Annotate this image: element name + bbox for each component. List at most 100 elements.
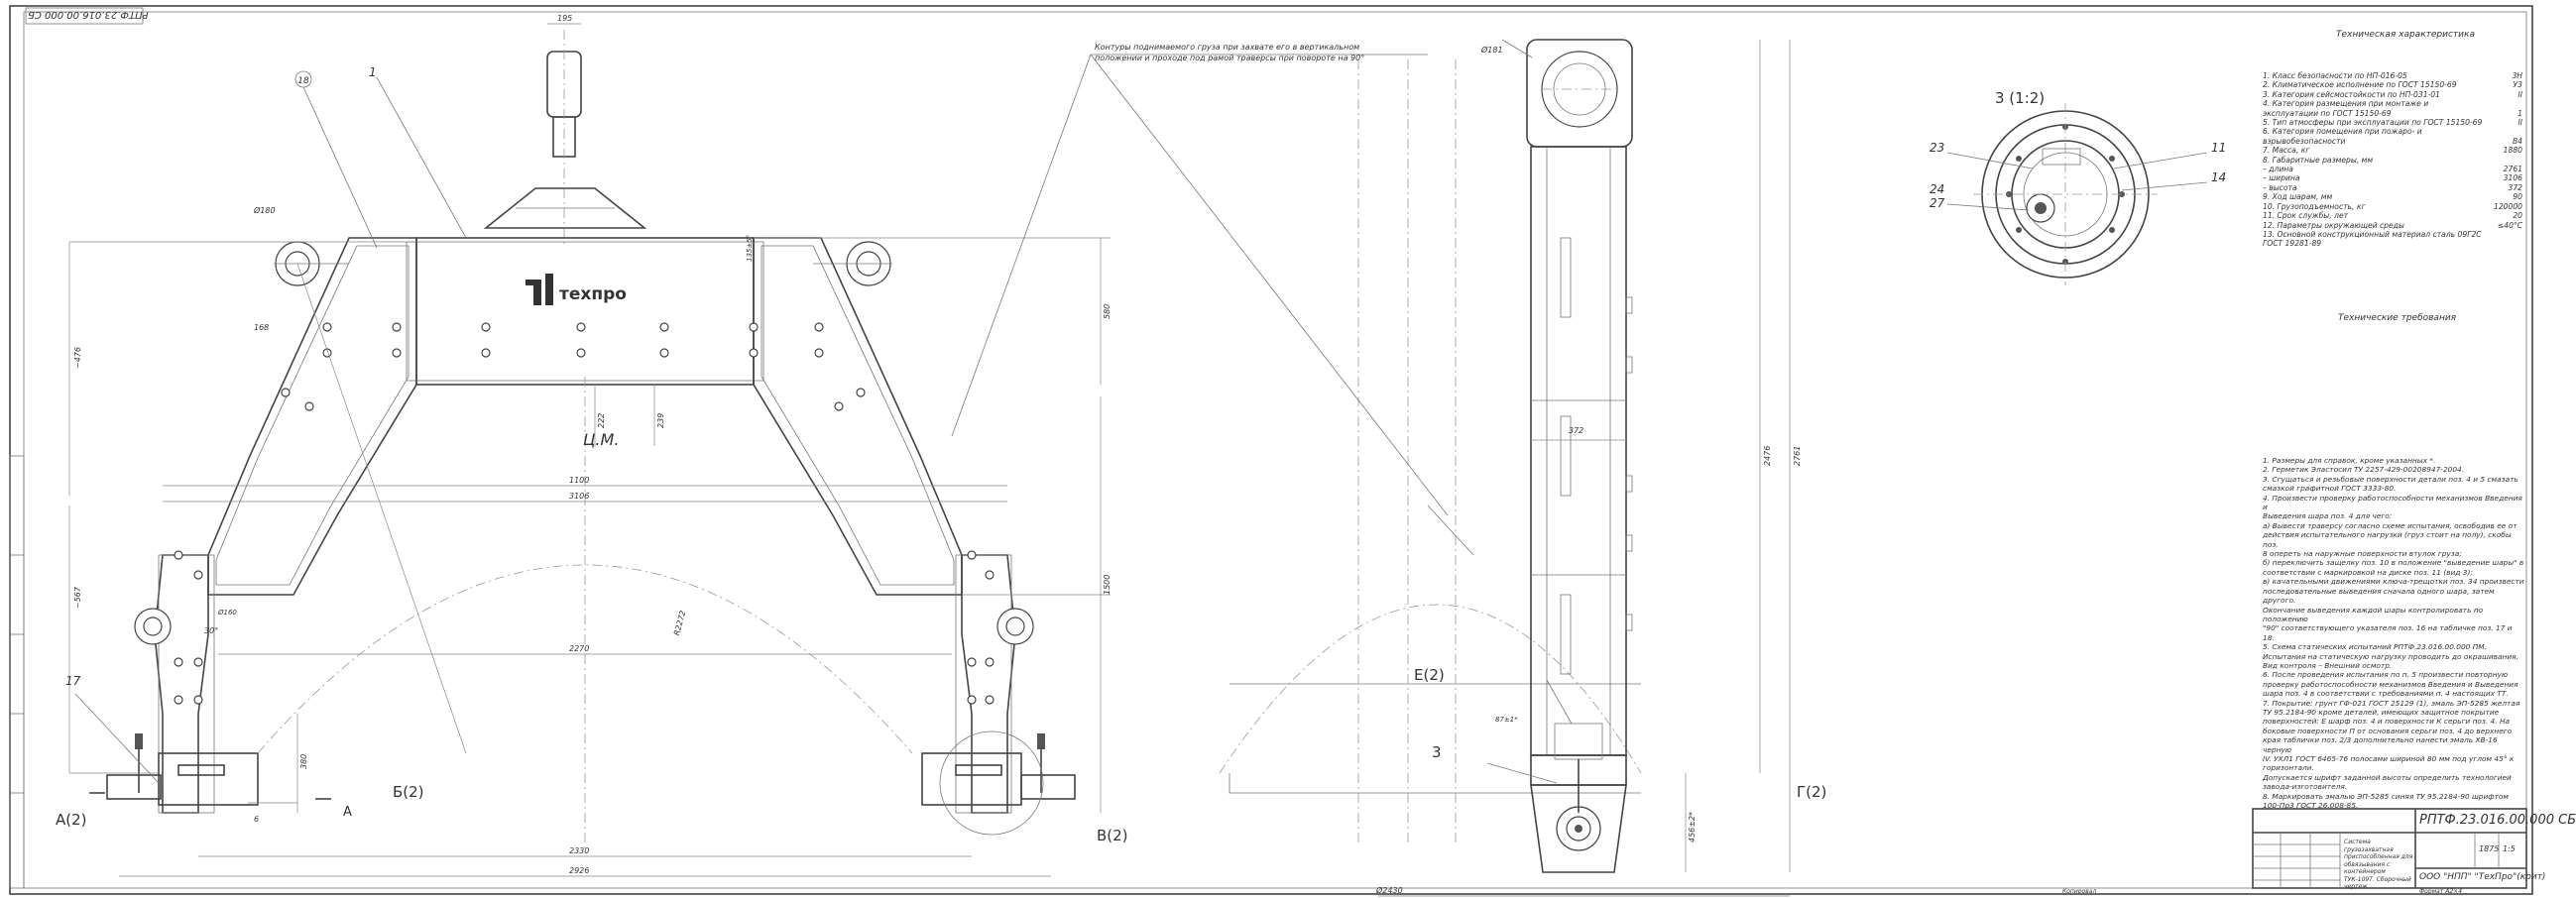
req-line: соответствии с маркировкой на диске поз.… (2263, 567, 2473, 577)
dim-180: Ø180 (254, 206, 276, 215)
spec-row: 12. Параметры окружающей среды≤40°С (2263, 220, 2522, 230)
view-label-b2: Б(2) (393, 783, 424, 801)
side-column (1530, 146, 1627, 756)
req-line: 1. Размеры для справок, кроме указанных … (2263, 456, 2436, 465)
req-line: 7. Покрытие: грунт ГФ-021 ГОСТ 25129 (1)… (2263, 698, 2520, 708)
dim-160: Ø160 (218, 609, 237, 617)
balloon-17: 17 (65, 674, 81, 688)
view-label-a: А (343, 805, 352, 820)
format-note: Копировал (2062, 888, 2097, 895)
req-line: Вид контроля – Внешний осмотр. (2263, 660, 2393, 670)
dim-239: 239 (656, 412, 665, 428)
svg-text:18: 18 (297, 76, 309, 86)
view-label-a2: А(2) (56, 811, 87, 829)
balloon-23: 23 (1930, 141, 1945, 155)
stamp-box (25, 7, 144, 25)
dim-30: 30° (204, 626, 219, 635)
req-line: Испытания на статическую нагрузку провод… (2263, 651, 2518, 661)
req-line: IV. УХЛ1 ГОСТ 6465-76 полосами шириной 8… (2263, 754, 2515, 763)
dim-195: 195 (557, 14, 573, 23)
balloon-1: 1 (369, 65, 377, 79)
balloon-24: 24 (1930, 182, 1945, 196)
req-line: 2. Герметик Эластосил ТУ 2257-429-002089… (2263, 465, 2465, 475)
spec-row: ГОСТ 19281-89 (2263, 239, 2322, 249)
left-margin-strip (9, 455, 25, 889)
bolt-holes (174, 322, 995, 705)
dim-2926: 2926 (569, 866, 590, 875)
dim-567: ~567 (73, 587, 82, 609)
dim-181: Ø181 (1481, 46, 1503, 55)
dim-168: 168 (254, 323, 270, 332)
req-line: края таблички поз. 2/3 дополнительно нан… (2263, 735, 2498, 754)
req-line: 5. Схема статических испытаний РПТФ.23.0… (2263, 642, 2488, 652)
dim-380: 380 (299, 753, 308, 769)
techpro-logo: техпро (526, 274, 627, 305)
spec-row: 5. Тип атмосферы при эксплуатации по ГОС… (2263, 118, 2522, 128)
dim-580: 580 (1103, 303, 1112, 319)
tech-req-list: 1. Размеры для справок, кроме указанных … (2263, 456, 2524, 810)
section-3-title: 3 (1:2) (1995, 89, 2046, 107)
dim-2330: 2330 (569, 846, 590, 855)
dim-6: 6 (254, 815, 260, 824)
balloon-11: 11 (2211, 141, 2227, 155)
spec-row: 3. Категория сейсмостойкости по НП-031-0… (2263, 89, 2522, 99)
spec-row: 4. Категория размещения при монтаже и (2263, 99, 2429, 109)
dimension-lines (68, 23, 1111, 877)
req-line: поверхностей: Е шарф поз. 4 и поверхност… (2263, 717, 2511, 727)
req-line: 6. После проведения испытания по п. 5 пр… (2263, 670, 2509, 680)
left-gripper (106, 733, 259, 806)
detail-circle-v (939, 730, 1044, 836)
inner-frame (23, 11, 2527, 889)
title-doc-code: РПТФ.23.016.00.000 СБ (2419, 813, 2576, 828)
req-line: "90" соответствующего указателя поз. 16 … (2263, 623, 2513, 642)
logo-text: техпро (559, 284, 627, 304)
dim-135: 135±5° (746, 234, 754, 262)
dim-1500: 1500 (1103, 574, 1112, 595)
req-line: смазкой графитной ГОСТ 3333-80. (2263, 484, 2397, 494)
req-line: завода-изготовителя. (2263, 782, 2348, 792)
view-label-e2: Е(2) (1414, 666, 1445, 684)
balloon-14: 14 (2211, 170, 2227, 184)
req-line: боковые поверхности П от основания серьг… (2263, 726, 2513, 735)
right-gripper (921, 730, 1076, 836)
req-line: проверку работоспособности механизмов Вв… (2263, 679, 2518, 689)
tech-char-title: Техническая характеристика (2336, 30, 2475, 40)
req-line: горизонтали. (2263, 763, 2314, 773)
req-line: последовательные выведения сначала одног… (2263, 586, 2495, 606)
req-line: ТУ 95.2184-90 кроме деталей, имеющих защ… (2263, 707, 2500, 717)
req-line: а) Вывести траверсу согласно схеме испыт… (2263, 520, 2517, 530)
view-label-g2: Г(2) (1797, 783, 1827, 801)
dim-2430: Ø2430 (1376, 886, 1403, 895)
spec-row: 2. Климатическое исполнение по ГОСТ 1515… (2263, 80, 2522, 90)
stamp-text: РПТФ.23.016.00.000 СБ (28, 9, 149, 20)
top-note: Контуры поднимаемого груза при захвате е… (1095, 43, 1365, 62)
front-view: техпро (68, 23, 1111, 877)
req-line: 100-Пр3 ГОСТ 26.008-85. (2263, 801, 2359, 811)
req-line: действия испытательного нагрузки (груз с… (2263, 530, 2512, 549)
dim-2270: 2270 (569, 644, 590, 653)
dim-456: 456±2* (1688, 811, 1697, 842)
title-block (2252, 808, 2527, 889)
dim-372: 372 (1569, 426, 1584, 435)
central-beam (415, 237, 755, 386)
title-company: ООО "НПП" "ТехПро"(крит) (2419, 872, 2546, 882)
side-view (951, 39, 1791, 897)
dim-2761: 2761 (1793, 445, 1802, 466)
section-3-view (1946, 103, 2208, 285)
req-line: 8. Маркировать эмалью ЭП-5285 синяя ТУ 9… (2263, 791, 2509, 801)
center-mass-label: Ц.М. (583, 430, 620, 449)
load-contour-arc-side (1219, 604, 1642, 774)
req-line: шара поз. 4 в соответствии с требованиям… (2263, 689, 2509, 699)
view-label-3: 3 (1432, 743, 1442, 761)
balloon-27: 27 (1930, 196, 1945, 210)
dim-1100: 1100 (569, 476, 590, 485)
